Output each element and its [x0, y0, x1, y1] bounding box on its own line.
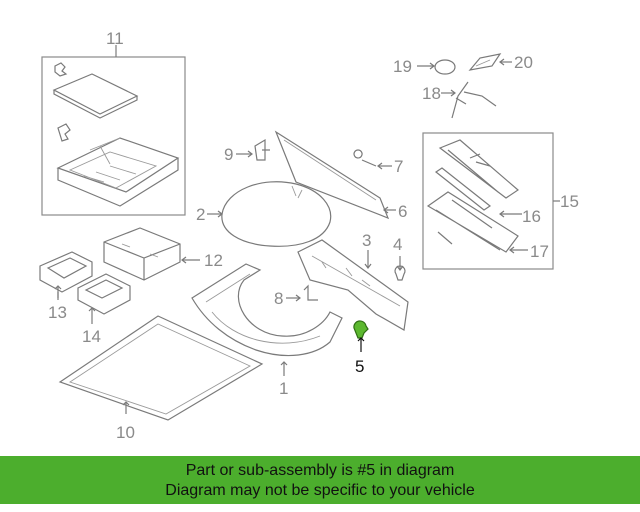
callout-11: 11 — [106, 29, 124, 48]
part-1-group[interactable]: 1 — [191, 263, 343, 398]
part-13-group[interactable]: 13 — [39, 251, 93, 322]
part-20-group[interactable]: 20 — [468, 53, 533, 72]
parts-diagram: 11 19 20 18 9 7 — [39, 29, 579, 442]
banner-line-1: Part or sub-assembly is #5 in diagram — [185, 462, 455, 479]
callout-4: 4 — [393, 235, 402, 254]
callout-15: 15 — [560, 192, 579, 211]
banner-line-2: Diagram may not be specific to your vehi… — [165, 482, 475, 499]
part-4-group[interactable]: 4 — [393, 235, 406, 281]
part-8-group[interactable]: 8 — [274, 284, 318, 308]
part-11-frame — [41, 56, 186, 216]
callout-10: 10 — [116, 423, 135, 442]
part-2-group[interactable]: 2 — [196, 181, 332, 247]
callout-19: 19 — [393, 57, 412, 76]
part-11-group[interactable]: 11 — [41, 29, 186, 216]
part-15-group[interactable]: 15 16 17 — [422, 132, 579, 270]
callout-20: 20 — [514, 53, 533, 72]
part-18-group[interactable]: 18 — [422, 81, 497, 119]
part-5-group[interactable]: 5 — [353, 320, 369, 376]
callout-17: 17 — [530, 242, 549, 261]
clip-icon-2 — [57, 123, 71, 142]
callout-13: 13 — [48, 303, 67, 322]
callout-2: 2 — [196, 205, 205, 224]
clip-icon — [54, 62, 68, 77]
part-12-group[interactable]: 12 — [103, 227, 223, 281]
part-14-group[interactable]: 14 — [77, 273, 131, 346]
part-3-group[interactable]: 3 — [297, 231, 409, 331]
callout-16: 16 — [522, 207, 541, 226]
info-banner: Part or sub-assembly is #5 in diagram Di… — [0, 456, 640, 504]
callout-7: 7 — [394, 157, 403, 176]
callout-8: 8 — [274, 289, 283, 308]
callout-3: 3 — [362, 231, 371, 250]
part-10-group[interactable]: 10 — [58, 315, 264, 442]
callout-6: 6 — [398, 202, 407, 221]
callout-18: 18 — [422, 84, 441, 103]
callout-14: 14 — [82, 327, 101, 346]
callout-12: 12 — [204, 251, 223, 270]
part-5-highlighted-clip[interactable] — [353, 320, 369, 339]
callout-5: 5 — [355, 357, 364, 376]
part-6-group[interactable]: 6 — [274, 130, 407, 221]
part-7-group[interactable]: 7 — [353, 149, 403, 176]
part-19-group[interactable]: 19 — [393, 57, 456, 76]
callout-1: 1 — [279, 379, 288, 398]
callout-9: 9 — [224, 145, 233, 164]
part-9-group[interactable]: 9 — [224, 138, 270, 164]
